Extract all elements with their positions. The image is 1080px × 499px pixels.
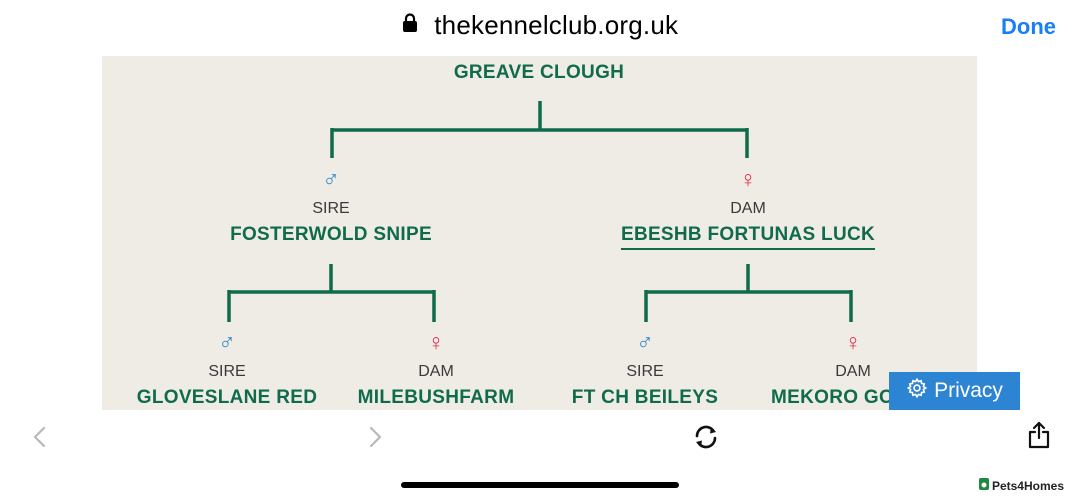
home-indicator (401, 482, 679, 488)
female-symbol-icon: ♀ (739, 166, 757, 192)
share-icon (1027, 421, 1051, 454)
lock-icon (402, 13, 418, 38)
pedigree-connector-lines (227, 101, 853, 322)
privacy-label: Privacy (934, 379, 1003, 402)
male-symbol-icon: ♂ (322, 166, 340, 192)
address-bar: thekennelclub.org.uk Done (0, 0, 1080, 56)
refresh-icon (692, 425, 720, 455)
paw-logo-icon (978, 477, 990, 494)
back-button[interactable] (31, 425, 49, 454)
dog-name: GREAVE CLOUGH (453, 62, 625, 83)
refresh-button[interactable] (692, 423, 720, 456)
sire-dam-name: MILEBUSHFARM (357, 387, 515, 408)
female-symbol-icon: ♀ (427, 329, 445, 355)
sire-name: FOSTERWOLD SNIPE (230, 224, 432, 245)
sire-sire-name: GLOVESLANE RED (136, 387, 318, 408)
browser-toolbar (0, 410, 1080, 499)
forward-button[interactable] (366, 425, 384, 454)
share-button[interactable] (1027, 420, 1051, 455)
female-symbol-icon: ♀ (844, 329, 862, 355)
sire-role-label: SIRE (312, 200, 350, 217)
dam-dam-name: MEKORO GOL (771, 387, 906, 408)
dam-name-link[interactable]: EBESHB FORTUNAS LUCK (620, 224, 876, 250)
dam-dam-role-label: DAM (835, 363, 871, 380)
url-text[interactable]: thekennelclub.org.uk (434, 10, 679, 40)
male-symbol-icon: ♂ (636, 329, 654, 355)
watermark-text: Pets4Homes (991, 478, 1064, 493)
pedigree-panel: GREAVE CLOUGH ♂ SIRE FOSTERWOLD SNIPE ♀ … (102, 56, 977, 410)
dam-role-label: DAM (730, 200, 766, 217)
sire-dam-role-label: DAM (418, 363, 454, 380)
dam-sire-role-label: SIRE (626, 363, 664, 380)
chevron-right-icon (366, 426, 384, 453)
dam-sire-name: FT CH BEILEYS (571, 387, 719, 408)
male-symbol-icon: ♂ (218, 329, 236, 355)
watermark: Pets4Homes (978, 477, 1064, 494)
done-button[interactable]: Done (1001, 14, 1056, 39)
gear-icon (906, 377, 928, 405)
privacy-button[interactable]: Privacy (889, 372, 1020, 410)
sire-sire-role-label: SIRE (208, 363, 246, 380)
chevron-left-icon (31, 426, 49, 453)
